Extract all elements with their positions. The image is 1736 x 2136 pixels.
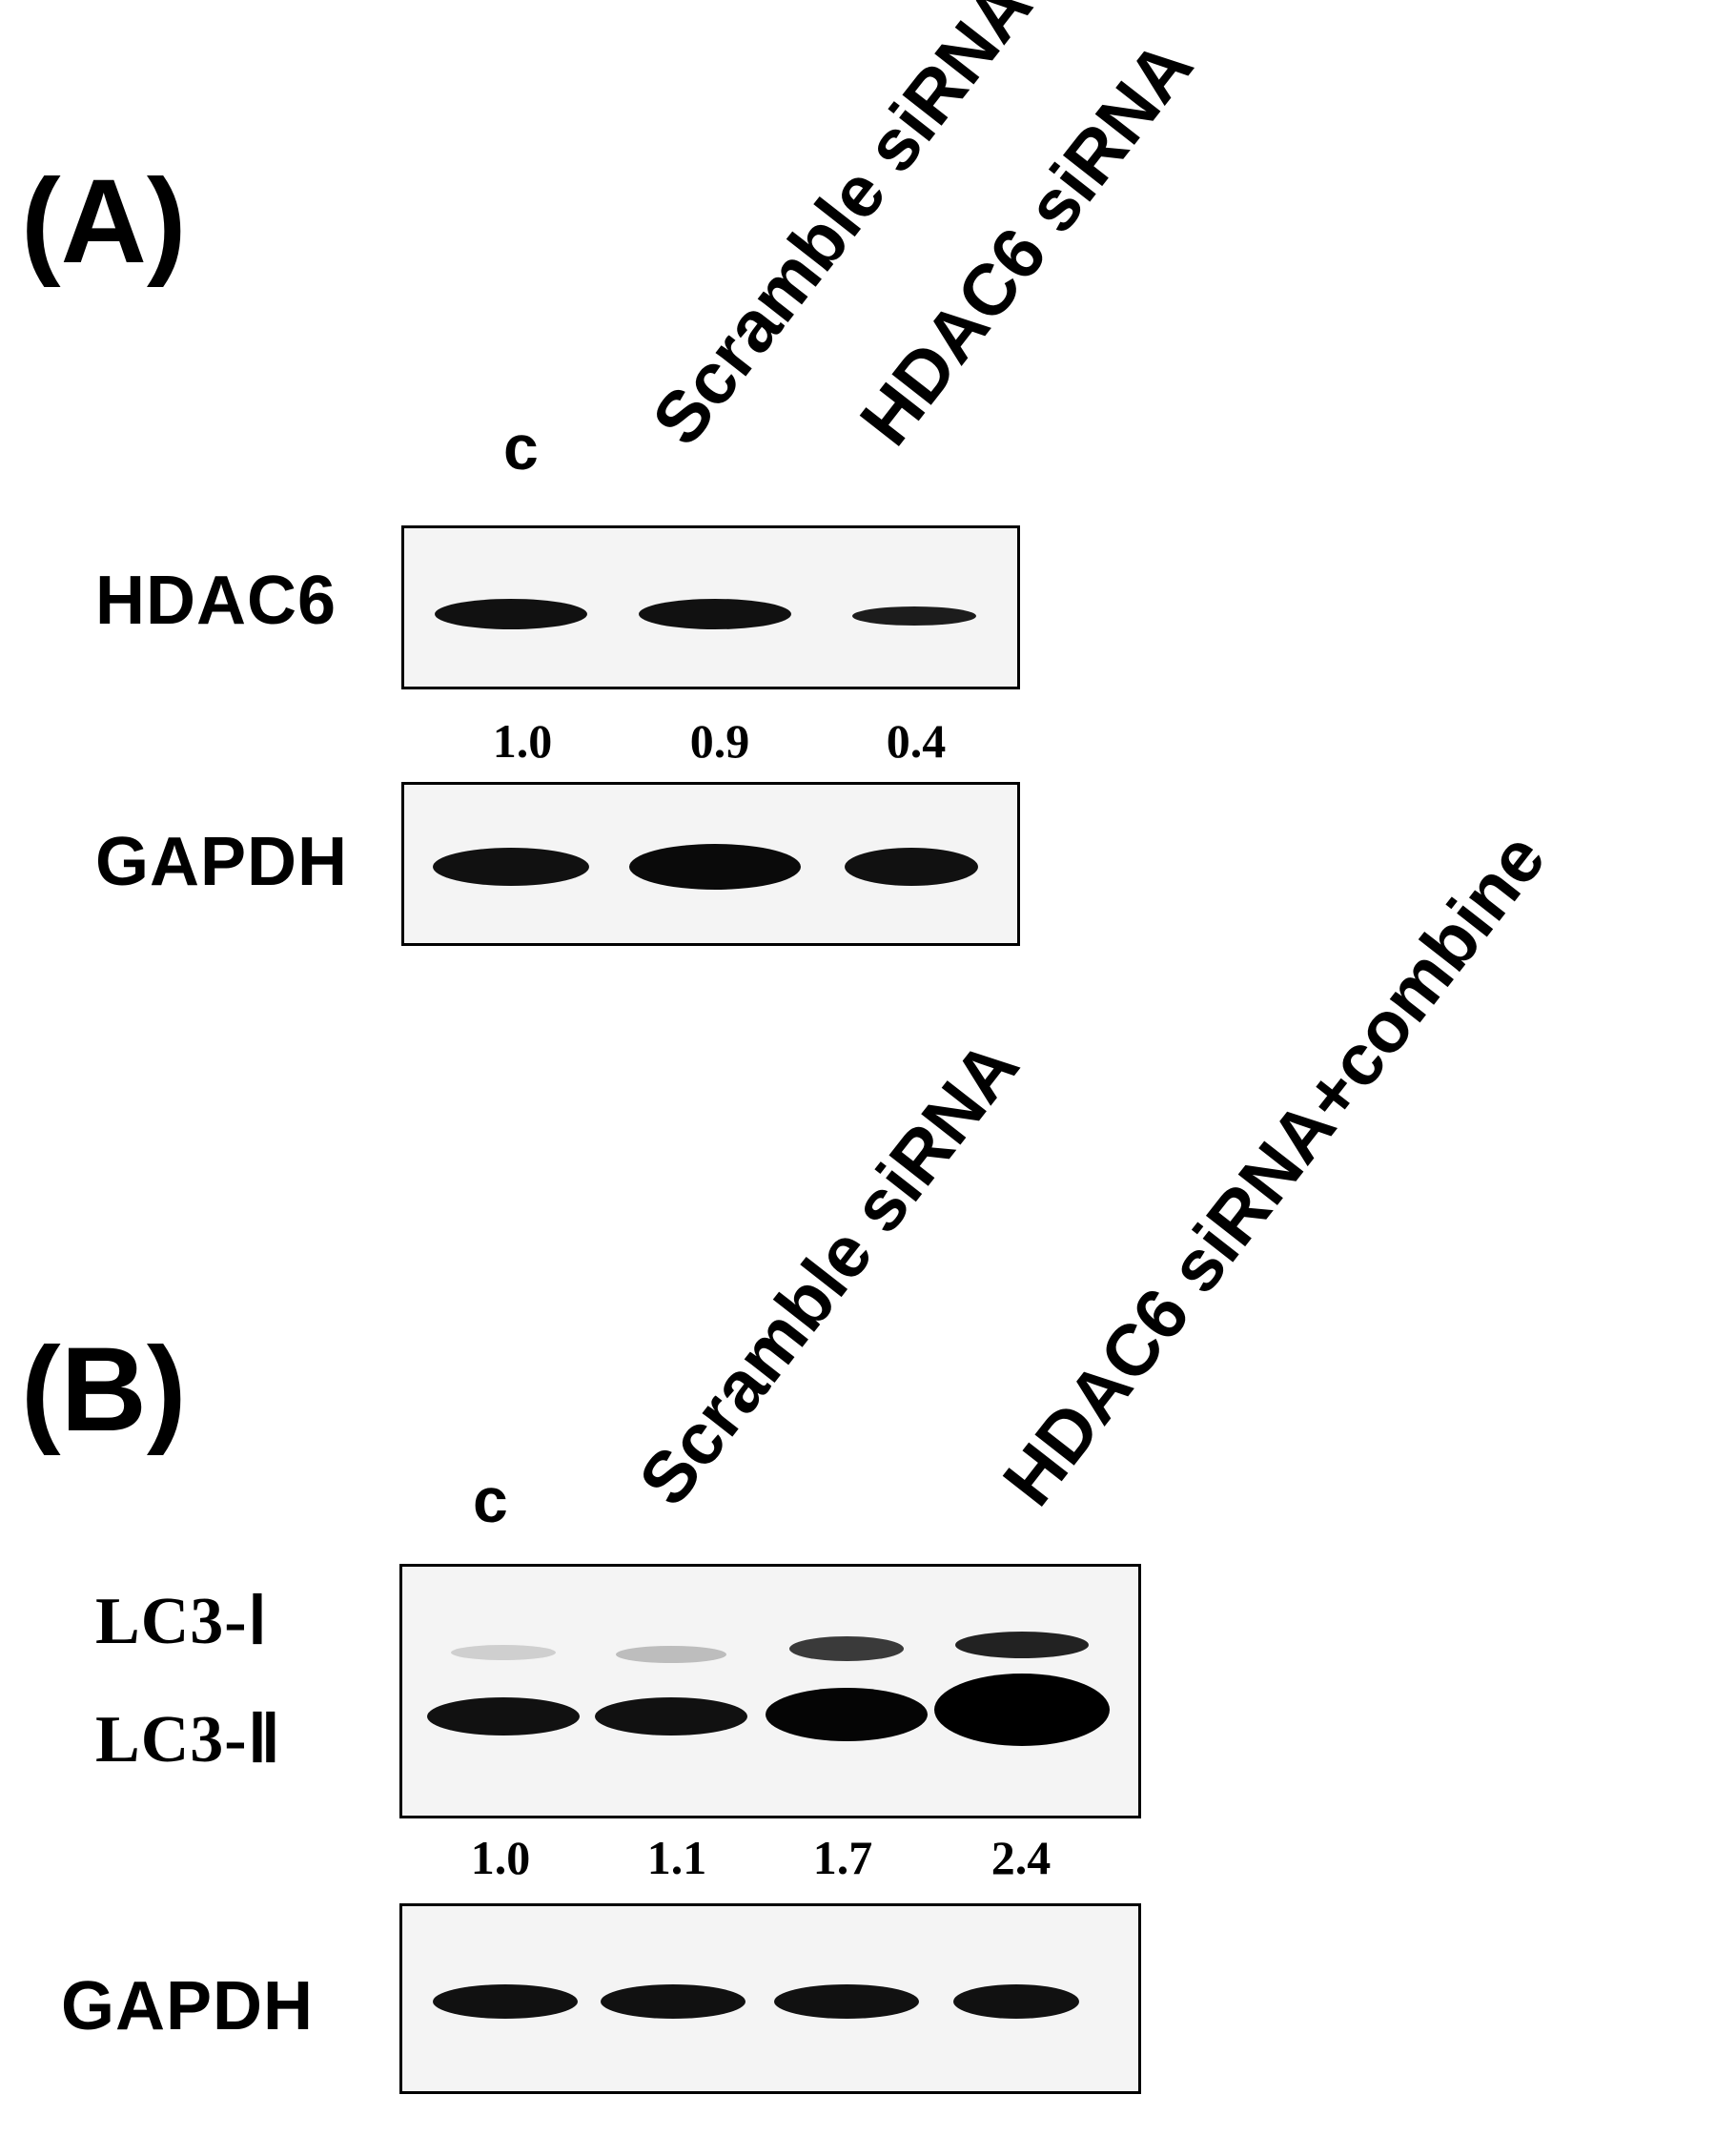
panel-a-quant-2: 0.9 — [689, 714, 750, 768]
band — [601, 1984, 745, 2019]
roman-numeral-two: Ⅱ — [247, 1703, 282, 1777]
band — [955, 1632, 1089, 1658]
panel-b-quant-3: 1.7 — [812, 1831, 873, 1884]
panel-b-lane-c-label: c — [473, 1465, 508, 1535]
panel-b-label: (B) — [21, 1324, 187, 1456]
band — [433, 1984, 578, 2019]
panel-a-gapdh-bands — [433, 844, 978, 890]
panel-b-lc3-ii-row-label: LC3-Ⅱ — [95, 1703, 282, 1777]
band — [789, 1636, 904, 1661]
panel-b-lc3-blot — [399, 1564, 1141, 1818]
panel-a-quant-1: 1.0 — [492, 714, 553, 768]
panel-a-lane-c-label: c — [503, 412, 539, 483]
panel-b-quant-1: 1.0 — [470, 1831, 531, 1884]
band — [433, 848, 589, 886]
band — [639, 599, 791, 629]
panel-a-quant-3: 0.4 — [886, 714, 947, 768]
band — [595, 1697, 747, 1736]
panel-b-lane-hdac6-combine-label: HDAC6 siRNA+combine — [988, 818, 1562, 1521]
panel-a-lane-scramble-label: Scramble siRNA — [637, 0, 1049, 461]
panel-a-hdac6-blot — [401, 525, 1020, 689]
band — [845, 848, 978, 886]
band — [427, 1697, 580, 1736]
panel-b-gapdh-bands — [433, 1984, 1079, 2019]
roman-numeral-one: Ⅰ — [247, 1585, 269, 1658]
band — [451, 1645, 556, 1660]
band — [435, 599, 587, 629]
panel-a-gapdh-row-label: GAPDH — [95, 824, 349, 900]
band — [934, 1674, 1110, 1746]
panel-b-lc3-bands — [427, 1632, 1110, 1746]
panel-b-gapdh-blot — [399, 1903, 1141, 2094]
band — [852, 606, 976, 626]
panel-b-lc3-i-row-label: LC3-Ⅰ — [95, 1585, 269, 1658]
panel-b-quant-4: 2.4 — [991, 1831, 1052, 1884]
panel-a-gapdh-blot — [401, 782, 1020, 946]
panel-b-gapdh-row-label: GAPDH — [61, 1968, 315, 2044]
band — [953, 1984, 1079, 2019]
panel-a-hdac6-bands — [435, 599, 976, 629]
band — [629, 844, 801, 890]
band — [774, 1984, 919, 2019]
panel-b-lane-scramble-label: Scramble siRNA — [623, 1026, 1035, 1521]
band — [766, 1688, 928, 1741]
panel-a-label: (A) — [21, 155, 187, 288]
band — [616, 1646, 726, 1663]
panel-a-hdac6-row-label: HDAC6 — [95, 563, 337, 639]
panel-b-quant-2: 1.1 — [646, 1831, 707, 1884]
